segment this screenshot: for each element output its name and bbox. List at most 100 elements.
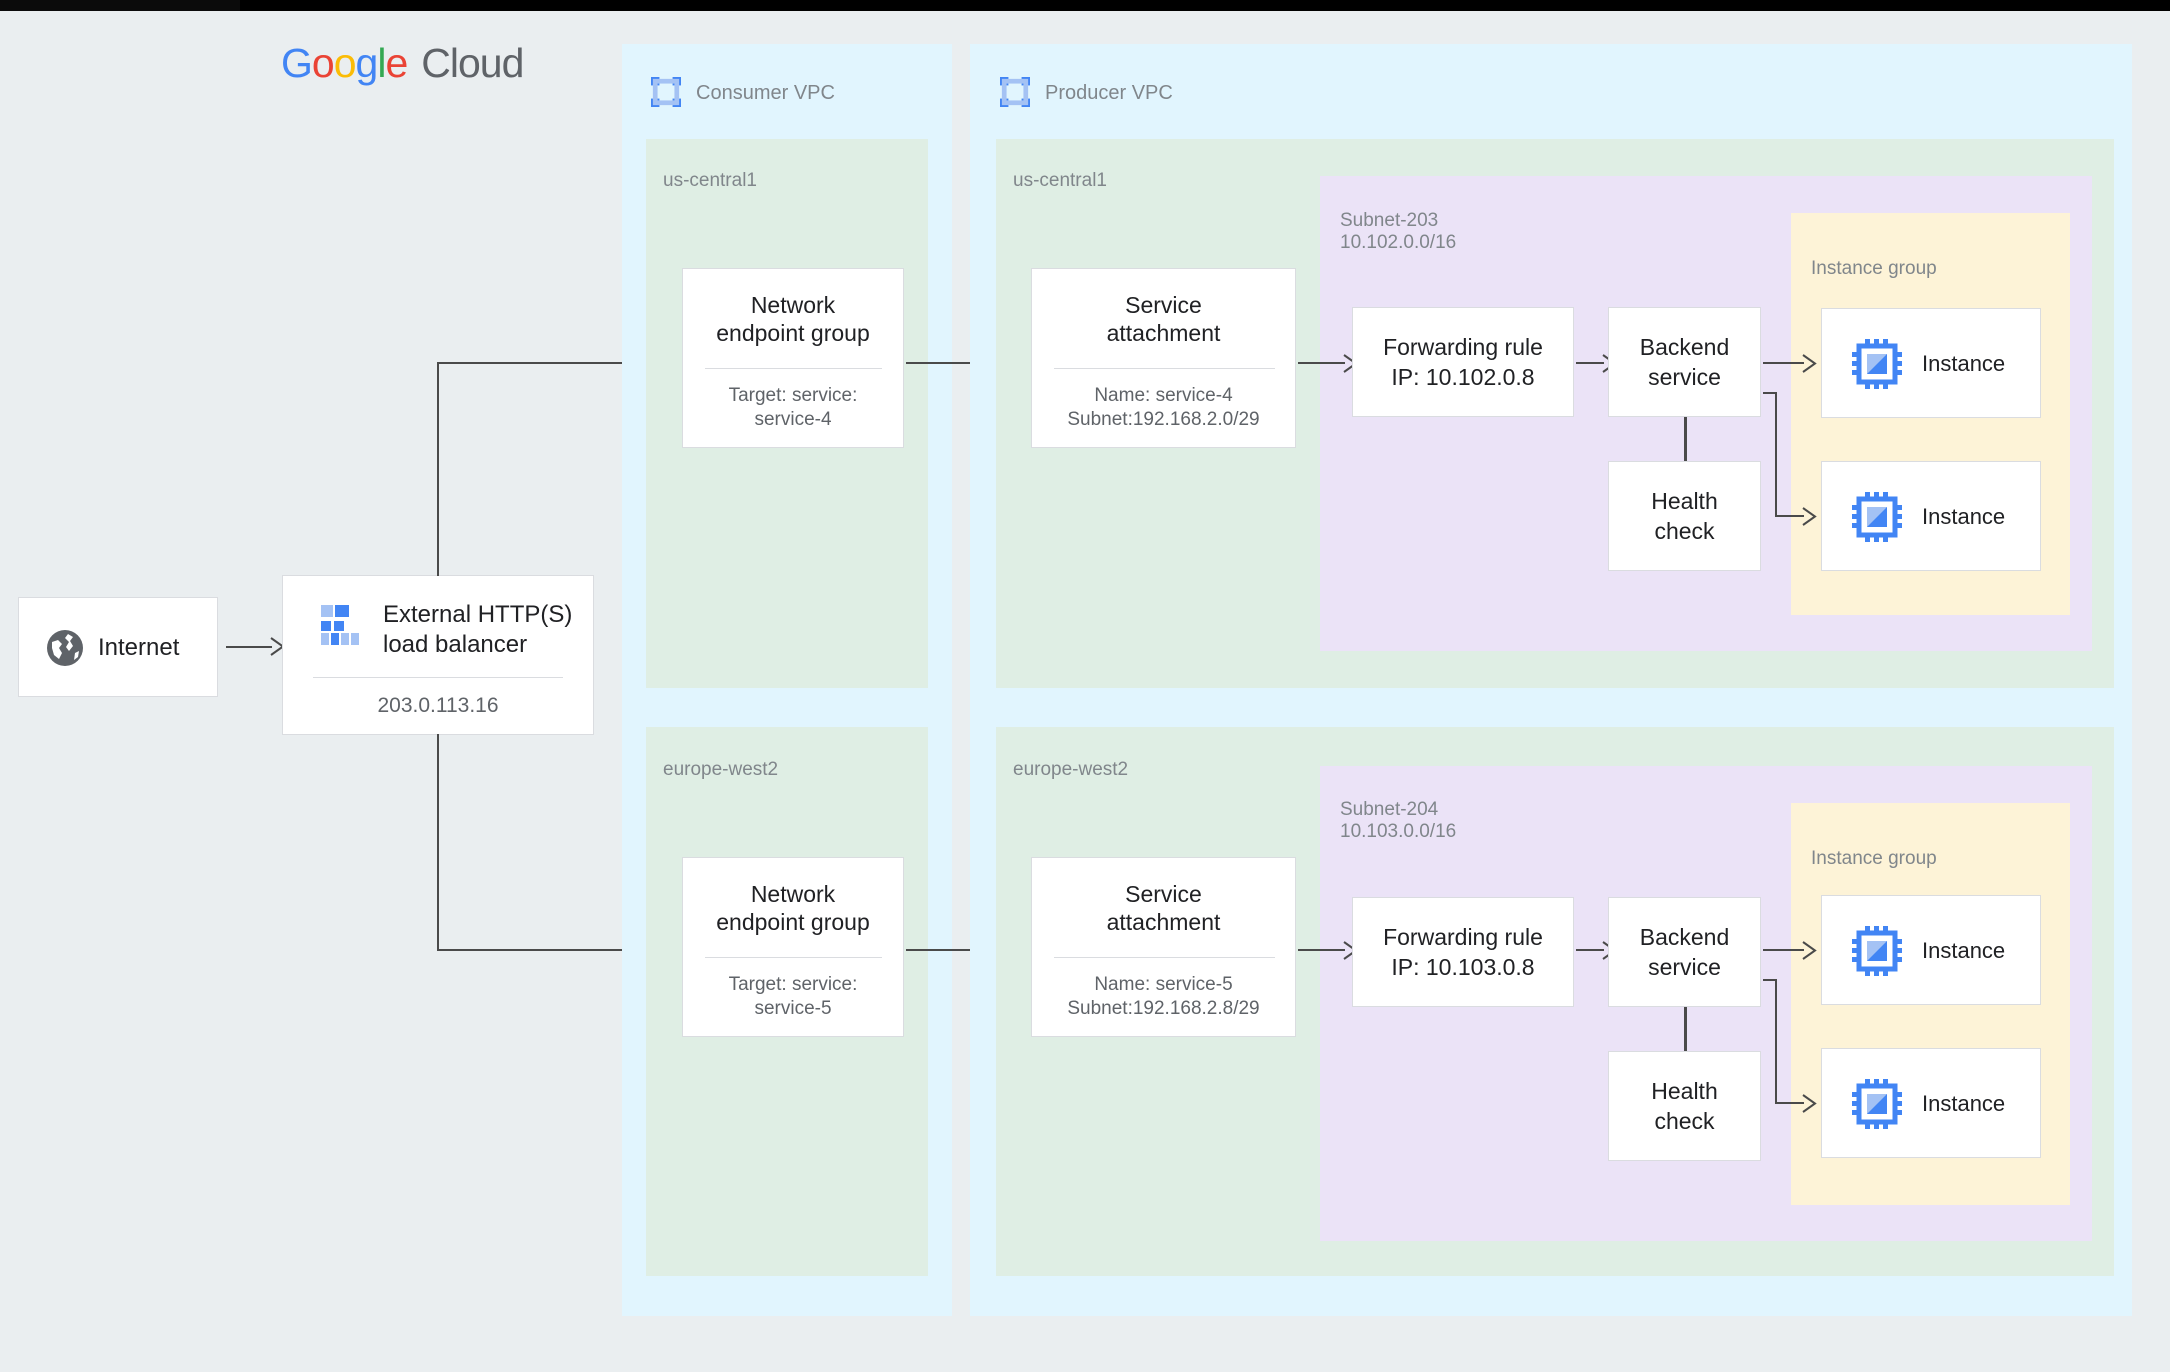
connector-lb-trunk-upper	[437, 362, 439, 576]
consumer-vpc-title: Consumer VPC	[696, 82, 835, 104]
logo-letter-l: l	[377, 40, 386, 86]
connector-lb-to-neg-top	[437, 362, 661, 364]
backend-service-card-203[interactable]: Backend service	[1608, 307, 1761, 417]
instance-group-label-204: Instance group	[1811, 848, 1937, 869]
neg-divider	[705, 957, 882, 958]
connector-sa-to-fr-bottom	[1298, 949, 1345, 951]
consumer-neg-card-us-central1[interactable]: Network endpoint group Target: service: …	[682, 268, 904, 448]
hc-line1: Health	[1651, 1078, 1718, 1104]
health-check-card-204[interactable]: Health check	[1608, 1051, 1761, 1161]
connector-backend-to-instance2-top-arrowhead	[1802, 507, 1817, 526]
bs-line2: service	[1648, 954, 1721, 980]
logo-letter-o2: o	[333, 40, 357, 86]
connector-neg-to-sa-top	[906, 362, 1023, 364]
neg-divider	[705, 368, 882, 369]
hc-line1: Health	[1651, 488, 1718, 514]
vpc-icon	[651, 77, 681, 107]
connector-backend-to-instance2-top-seg2	[1775, 392, 1777, 517]
sa-sub-line2: Subnet:192.168.2.8/29	[1067, 998, 1260, 1019]
neg-sub-line2: service-5	[754, 998, 832, 1019]
vpc-icon	[1000, 77, 1030, 107]
fr-line2: IP: 10.103.0.8	[1391, 954, 1535, 980]
logo-letter-o1: o	[311, 40, 335, 86]
top-black-bar-segment	[0, 0, 240, 11]
service-attachment-card-europe-west2[interactable]: Service attachment Name: service-5 Subne…	[1031, 857, 1296, 1037]
sa-sub-line1: Name: service-4	[1094, 385, 1233, 406]
neg-title-line1: Network	[750, 292, 836, 318]
forwarding-rule-card-203[interactable]: Forwarding rule IP: 10.102.0.8	[1352, 307, 1574, 417]
consumer-region-us-central1-label: us-central1	[663, 170, 757, 191]
logo-letter-e: e	[385, 40, 408, 86]
instance-label: Instance	[1922, 504, 2006, 529]
neg-title-line2: endpoint group	[716, 909, 870, 935]
connector-internet-to-lb	[226, 646, 272, 648]
connector-backend-to-instance2-bottom-seg2	[1775, 979, 1777, 1104]
instance-card-203-2[interactable]: Instance	[1821, 461, 2041, 571]
external-http-load-balancer-card[interactable]: External HTTP(S) load balancer 203.0.113…	[282, 575, 594, 735]
instance-label: Instance	[1922, 351, 2006, 376]
connector-backend-to-instance1-bottom	[1763, 949, 1804, 951]
instance-label: Instance	[1922, 1091, 2006, 1116]
bs-line1: Backend	[1639, 334, 1730, 360]
producer-region-europe-west2-label: europe-west2	[1013, 759, 1129, 780]
fr-line1: Forwarding rule	[1383, 924, 1543, 950]
neg-sub-line1: Target: service:	[728, 385, 858, 406]
neg-title-line2: endpoint group	[716, 320, 870, 346]
instance-chip-icon	[1852, 926, 1902, 976]
connector-fr-to-backend-top	[1576, 362, 1604, 364]
connector-neg-to-sa-bottom	[906, 949, 1023, 951]
sa-title-line2: attachment	[1106, 320, 1221, 346]
sa-sub-line1: Name: service-5	[1094, 974, 1233, 995]
instance-chip-icon	[1852, 339, 1902, 389]
instance-chip-icon	[1852, 492, 1902, 542]
fr-line1: Forwarding rule	[1383, 334, 1543, 360]
neg-title-line1: Network	[750, 881, 836, 907]
lb-title-line2: load balancer	[383, 631, 528, 658]
connector-backend-to-instance1-top	[1763, 362, 1804, 364]
connector-lb-trunk-lower	[437, 734, 439, 950]
internet-label: Internet	[98, 634, 180, 661]
connector-backend-to-instance2-bottom-seg1	[1763, 979, 1777, 981]
logo-letter-g1: G	[281, 40, 313, 86]
load-balancer-icon	[321, 605, 359, 645]
instance-label: Instance	[1922, 938, 2006, 963]
internet-card[interactable]: Internet	[18, 597, 218, 697]
consumer-region-europe-west2-label: europe-west2	[663, 759, 779, 780]
backend-service-card-204[interactable]: Backend service	[1608, 897, 1761, 1007]
top-black-bar	[0, 0, 2170, 11]
instance-card-203-1[interactable]: Instance	[1821, 308, 2041, 418]
connector-backend-to-instance2-bottom-seg3	[1775, 1102, 1804, 1104]
lb-divider	[313, 677, 563, 678]
logo-cloud-text: Cloud	[421, 40, 524, 86]
producer-region-us-central1-label: us-central1	[1013, 170, 1107, 191]
service-attachment-card-us-central1[interactable]: Service attachment Name: service-4 Subne…	[1031, 268, 1296, 448]
sa-title-line1: Service	[1125, 881, 1202, 907]
connector-backend-to-instance2-top-seg3	[1775, 515, 1804, 517]
subnet-203-cidr: 10.102.0.0/16	[1340, 232, 1457, 253]
sa-divider	[1054, 957, 1275, 958]
sa-sub-line2: Subnet:192.168.2.0/29	[1067, 409, 1260, 430]
hc-line2: check	[1654, 518, 1715, 544]
forwarding-rule-card-204[interactable]: Forwarding rule IP: 10.103.0.8	[1352, 897, 1574, 1007]
connector-backend-to-healthcheck-top	[1684, 417, 1687, 461]
instance-group-label-203: Instance group	[1811, 258, 1937, 279]
health-check-card-203[interactable]: Health check	[1608, 461, 1761, 571]
instance-card-204-1[interactable]: Instance	[1821, 895, 2041, 1005]
subnet-204-cidr: 10.103.0.0/16	[1340, 821, 1457, 842]
neg-sub-line2: service-4	[754, 409, 832, 430]
consumer-neg-card-europe-west2[interactable]: Network endpoint group Target: service: …	[682, 857, 904, 1037]
sa-title-line1: Service	[1125, 292, 1202, 318]
bs-line1: Backend	[1639, 924, 1730, 950]
connector-backend-to-instance1-top-arrowhead	[1802, 354, 1817, 373]
connector-backend-to-instance2-bottom-arrowhead	[1802, 1094, 1817, 1113]
fr-line2: IP: 10.102.0.8	[1391, 364, 1535, 390]
lb-title-line1: External HTTP(S)	[383, 601, 573, 628]
connector-lb-to-neg-bottom	[437, 949, 661, 951]
sa-title-line2: attachment	[1106, 909, 1221, 935]
instance-card-204-2[interactable]: Instance	[1821, 1048, 2041, 1158]
connector-sa-to-fr-top	[1298, 362, 1345, 364]
lb-ip-address: 203.0.113.16	[377, 694, 499, 717]
subnet-204-name: Subnet-204	[1340, 799, 1439, 820]
